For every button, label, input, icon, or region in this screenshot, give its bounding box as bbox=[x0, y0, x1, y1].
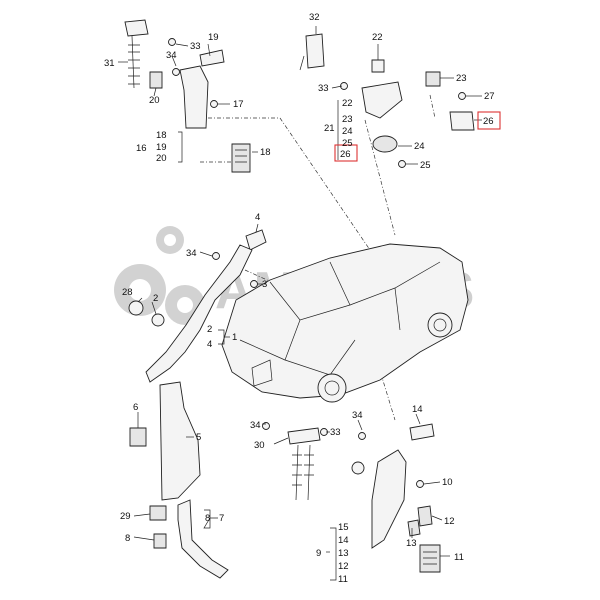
watermark-gear-icon bbox=[114, 226, 205, 325]
label-34-mid: 34 bbox=[186, 248, 197, 259]
label-33-lower: 33 bbox=[330, 427, 341, 438]
label-14-list: 14 bbox=[338, 535, 349, 546]
label-2-list: 2 bbox=[207, 324, 212, 335]
label-8: 8 bbox=[125, 533, 130, 544]
part-group-pillar-a-lower bbox=[129, 381, 229, 579]
label-28: 28 bbox=[122, 287, 133, 298]
label-12: 12 bbox=[444, 516, 455, 527]
label-24: 24 bbox=[414, 141, 425, 152]
label-12-list: 12 bbox=[338, 561, 349, 572]
label-4-list: 4 bbox=[207, 339, 212, 350]
label-27: 27 bbox=[484, 91, 495, 102]
label-18: 18 bbox=[260, 147, 271, 158]
label-22-list: 22 bbox=[342, 98, 353, 109]
car-illustration bbox=[221, 243, 469, 403]
part-group-pillar-b-upper bbox=[124, 19, 251, 173]
callout-labels: 32 22 23 33 27 26 22 23 21 24 25 26 24 2… bbox=[104, 12, 495, 585]
label-20-list: 20 bbox=[156, 153, 167, 164]
label-34-lower: 34 bbox=[250, 420, 261, 431]
label-4: 4 bbox=[255, 212, 260, 223]
label-3: 3 bbox=[262, 279, 267, 290]
label-19: 19 bbox=[208, 32, 219, 43]
label-8-list: 8 bbox=[205, 513, 210, 524]
label-14: 14 bbox=[412, 404, 423, 415]
part-group-roof-trim bbox=[299, 33, 475, 168]
label-17: 17 bbox=[233, 99, 244, 110]
label-1: 1 bbox=[232, 332, 237, 343]
label-32: 32 bbox=[309, 12, 320, 23]
label-11-list: 11 bbox=[338, 574, 348, 585]
label-33-left: 33 bbox=[190, 41, 201, 52]
label-19-list: 19 bbox=[156, 142, 167, 153]
label-16: 16 bbox=[136, 143, 147, 154]
label-18-list: 18 bbox=[156, 130, 167, 141]
callout-lines bbox=[118, 26, 482, 581]
label-2: 2 bbox=[153, 293, 158, 304]
label-11: 11 bbox=[454, 552, 464, 563]
label-7: 7 bbox=[219, 513, 224, 524]
label-30: 30 bbox=[254, 440, 265, 451]
label-25-list: 25 bbox=[342, 138, 353, 149]
label-23-list: 23 bbox=[342, 114, 353, 125]
label-24-list: 24 bbox=[342, 126, 353, 137]
label-34-top: 34 bbox=[166, 50, 177, 61]
label-26-part: 26 bbox=[483, 116, 494, 127]
label-23: 23 bbox=[456, 73, 467, 84]
label-20: 20 bbox=[149, 95, 160, 106]
label-22-top: 22 bbox=[372, 32, 383, 43]
label-9: 9 bbox=[316, 548, 321, 559]
label-33-top: 33 bbox=[318, 83, 329, 94]
label-25: 25 bbox=[420, 160, 431, 171]
label-31: 31 bbox=[104, 58, 115, 69]
label-13: 13 bbox=[406, 538, 417, 549]
label-10: 10 bbox=[442, 477, 453, 488]
label-6: 6 bbox=[133, 402, 138, 413]
label-34-right: 34 bbox=[352, 410, 363, 421]
label-13-list: 13 bbox=[338, 548, 349, 559]
part-group-a-pillar bbox=[128, 229, 267, 383]
label-5: 5 bbox=[196, 432, 201, 443]
part-group-pillar-c bbox=[262, 422, 441, 573]
label-21: 21 bbox=[324, 123, 335, 134]
highlight-box-26-part bbox=[477, 111, 501, 130]
label-15-list: 15 bbox=[338, 522, 349, 533]
label-26-list: 26 bbox=[340, 149, 351, 160]
label-29: 29 bbox=[120, 511, 131, 522]
highlight-box-26-list bbox=[334, 144, 358, 162]
